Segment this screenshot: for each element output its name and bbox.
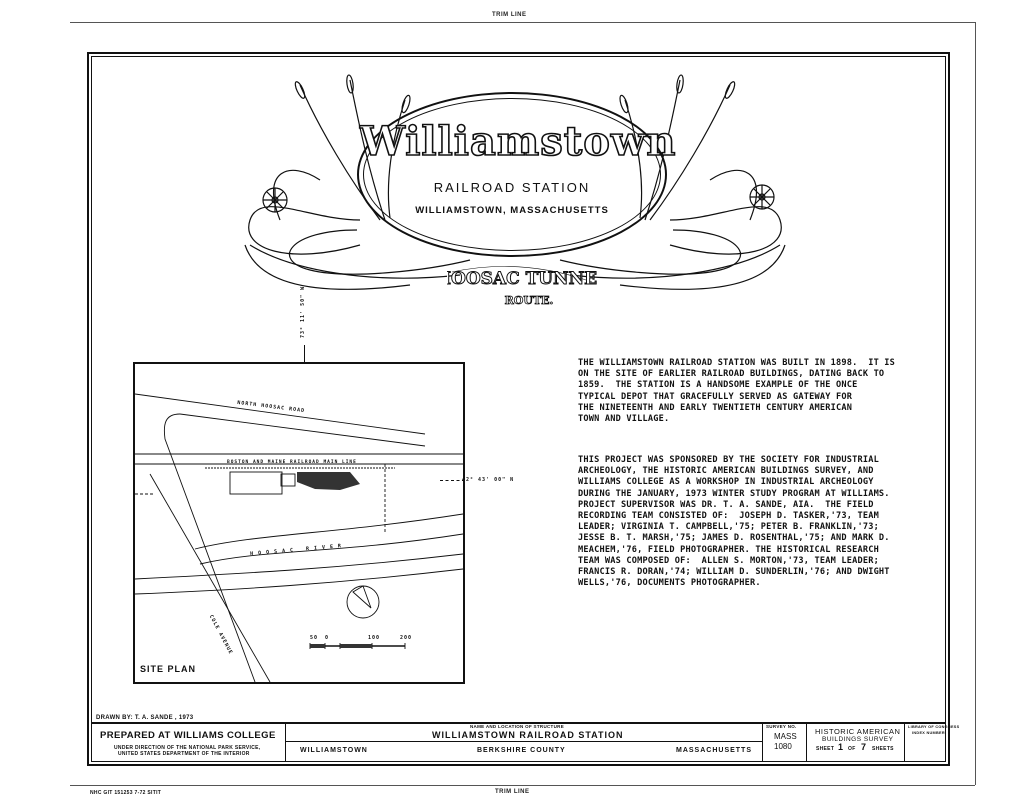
- project-line: JESSE B. T. MARSH,'75; JAMES D. ROSENTHA…: [578, 533, 890, 544]
- description-line: TOWN AND VILLAGE.: [578, 414, 670, 424]
- drawing-subtitle: RAILROAD STATION: [433, 180, 591, 195]
- trim-rule-top: [70, 22, 975, 23]
- description-line: THE WILLIAMSTOWN RAILROAD STATION WAS BU…: [578, 358, 896, 368]
- survey-number-2: 1080: [774, 742, 792, 751]
- project-line: FRANCIS R. DORAN,'74; WILLIAM D. SUNDERL…: [578, 567, 890, 577]
- name-location-label: NAME AND LOCATION OF STRUCTURE: [470, 724, 564, 729]
- prepared-by: PREPARED AT WILLIAMS COLLEGE: [100, 730, 276, 741]
- sheet-number: 1: [838, 742, 844, 752]
- sheet-frame: [87, 52, 950, 766]
- inner-frame: [91, 56, 946, 762]
- survey-label: SURVEY NO.: [766, 724, 797, 729]
- of-label: OF: [848, 746, 856, 752]
- project-line: ARCHEOLOGY, THE HISTORIC AMERICAN BUILDI…: [578, 466, 874, 477]
- title-oval-inner: [363, 98, 661, 251]
- survey-number-1: MASS: [774, 732, 797, 741]
- longitude-label: 73° 11' 50" W: [300, 285, 306, 338]
- habs-line-1: HISTORIC AMERICAN: [815, 727, 901, 736]
- drawing-title: Williamstown: [359, 117, 677, 166]
- footer-code: NHC GIT 151253 7-72 SITIT: [90, 790, 162, 796]
- site-plan-label: SITE PLAN: [140, 664, 197, 674]
- scale-3: 200: [400, 635, 413, 641]
- sheet-label: SHEET: [816, 746, 835, 752]
- habs-line-2: BUILDINGS SURVEY: [822, 736, 894, 743]
- latitude-label: 42° 43' 00" N: [462, 477, 515, 483]
- scale-1: 0: [325, 635, 330, 641]
- state-name: MASSACHUSETTS: [676, 747, 753, 754]
- logo-text-2: ROUTE.: [505, 294, 554, 307]
- tb-divider-2: [762, 722, 763, 762]
- description-line: ON THE SITE OF EARLIER RAILROAD BUILDING…: [578, 369, 885, 380]
- description-line: 1859. THE STATION IS A HANDSOME EXAMPLE …: [578, 380, 858, 391]
- title-oval: [357, 92, 667, 257]
- project-line: LEADER; VIRGINIA T. CAMPBELL,'75; PETER …: [578, 522, 879, 533]
- scale-0: 50: [310, 635, 319, 641]
- title-block: [91, 722, 946, 762]
- project-line: PROJECT SUPERVISOR WAS DR. T. A. SANDE, …: [578, 499, 874, 510]
- description-line: THE NINETEENTH AND EARLY TWENTIETH CENTU…: [578, 402, 853, 413]
- tb-divider-3: [806, 722, 807, 762]
- project-line: RECORDING TEAM CONSISTED OF: JOSEPH D. T…: [578, 511, 879, 521]
- county-name: BERKSHIRE COUNTY: [477, 747, 566, 754]
- project-line: WELLS,'76, DOCUMENTS PHOTOGRAPHER.: [578, 578, 761, 589]
- direction-line-2: UNITED STATES DEPARTMENT OF THE INTERIOR: [118, 751, 250, 757]
- trim-rule-bottom: [70, 785, 975, 786]
- direction-line-1: UNDER DIRECTION OF THE NATIONAL PARK SER…: [114, 745, 261, 751]
- tb-divider-1: [285, 722, 286, 762]
- description-line: TYPICAL DEPOT THAT GRACEFULLY SERVED AS …: [578, 391, 853, 402]
- sheet-total: 7: [861, 742, 867, 752]
- trim-line-bottom: TRIM LINE: [495, 789, 530, 795]
- drawing-location: WILLIAMSTOWN, MASSACHUSETTS: [415, 205, 609, 216]
- structure-name: WILLIAMSTOWN RAILROAD STATION: [432, 730, 624, 740]
- project-line: TEAM WAS COMPOSED OF: ALLEN S. MORTON,'7…: [578, 555, 879, 566]
- rail-label: BOSTON AND MAINE RAILROAD MAIN LINE: [227, 460, 357, 465]
- latitude-line: [440, 480, 465, 481]
- site-plan-map: NORTH HOOSAC ROAD BOSTON AND MAINE RAILR…: [133, 362, 465, 684]
- drawn-by: DRAWN BY: T. A. SANDE , 1973: [96, 715, 194, 721]
- project-line: MEACHEM,'76, FIELD PHOTOGRAPHER. THE HIS…: [578, 544, 879, 555]
- sheets-label: SHEETS: [872, 746, 894, 752]
- project-line: THIS PROJECT WAS SPONSORED BY THE SOCIET…: [578, 455, 879, 465]
- logo-text-1: HOOSAC TUNNEL: [447, 269, 597, 289]
- project-line: WILLIAMS COLLEGE AS A WORKSHOP IN INDUST…: [578, 477, 874, 488]
- trim-rule-right: [975, 22, 976, 785]
- project-line: DURING THE JANUARY, 1973 WINTER STUDY PR…: [578, 488, 890, 499]
- site-plan-drawing: [135, 393, 463, 682]
- library-line-2: INDEX NUMBER: [912, 731, 945, 735]
- city-name: WILLIAMSTOWN: [300, 747, 368, 754]
- tb-hline: [285, 741, 762, 742]
- library-line-1: LIBRARY OF CONGRESS: [908, 725, 960, 729]
- longitude-line: [304, 345, 305, 363]
- trim-line-top: TRIM LINE: [492, 12, 527, 18]
- scale-2: 100: [368, 635, 381, 641]
- hoosac-tunnel-logo: HOOSAC TUNNEL ROUTE.: [447, 266, 597, 307]
- tb-divider-4: [904, 722, 905, 762]
